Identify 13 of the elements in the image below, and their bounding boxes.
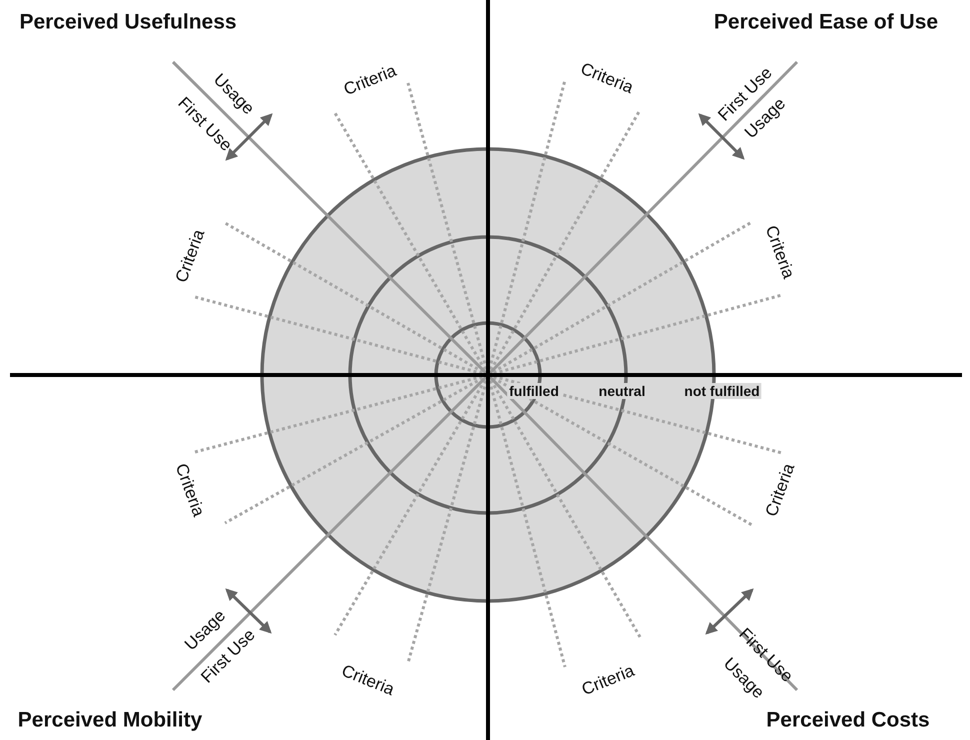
quadrant-title: Perceived Ease of Use — [714, 12, 938, 32]
criteria-label: Criteria — [579, 662, 637, 698]
criteria-label: Criteria — [762, 223, 798, 281]
criteria-label: Criteria — [762, 461, 798, 519]
ring-label: fulfilled — [507, 383, 561, 399]
criteria-label: Criteria — [172, 227, 208, 285]
criteria-label: Criteria — [341, 62, 399, 98]
quadrant-title: Perceived Costs — [766, 710, 930, 730]
quadrant-title: Perceived Usefulness — [19, 12, 237, 32]
ring-label: neutral — [596, 383, 648, 399]
ring-label: not fulfilled — [682, 383, 762, 399]
criteria-label: Criteria — [172, 461, 208, 519]
quadrant-title: Perceived Mobility — [18, 710, 202, 730]
